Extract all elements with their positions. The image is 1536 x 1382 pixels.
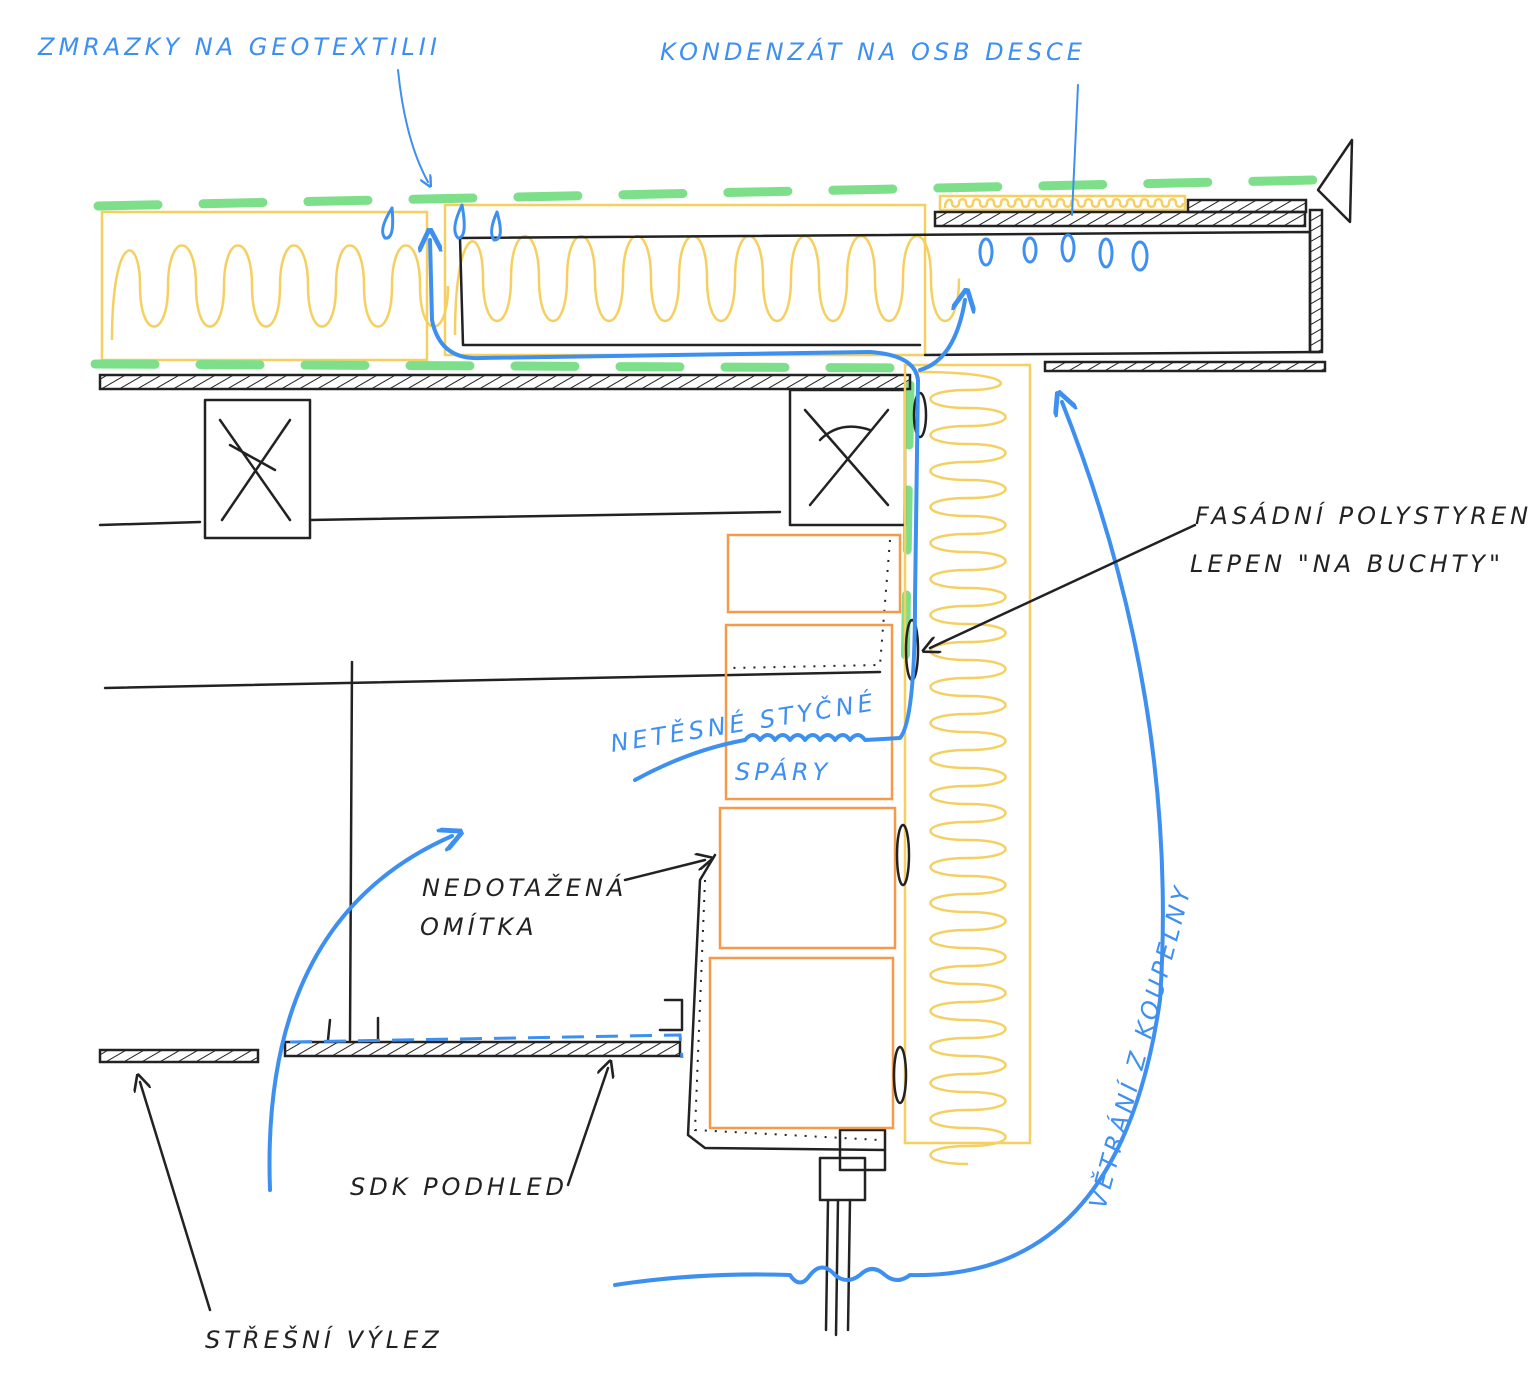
insulation-squiggle-strip [943, 198, 1185, 209]
leader-roof-hatch [140, 1082, 212, 1312]
plaster-outline [686, 853, 887, 1152]
label-facade-eps-1: FASÁDNÍ POLYSTYREN [1195, 501, 1532, 530]
drywall-ceiling-left [98, 1048, 260, 1064]
geotextile-top [93, 175, 1320, 211]
osb-board [933, 210, 1307, 228]
timber-beam-left [203, 398, 312, 540]
label-condensate-osb: KONDENZÁT NA OSB DESCE [660, 37, 1086, 66]
label-leaky-joints-2: SPÁRY [735, 757, 831, 786]
facade-polystyrene [903, 363, 1032, 1145]
leader-facade [930, 523, 1197, 648]
structure [98, 138, 1354, 1337]
vapour-barrier [90, 359, 915, 373]
label-bathroom-vent: VĚTRÁNÍ Z KOUPELNY [1083, 880, 1198, 1211]
label-frost-geotextile: ZMRAZKY NA GEOTEXTILII [37, 33, 441, 61]
facade-insulation-squiggle [917, 370, 1007, 1166]
adhesive-dabs [892, 391, 928, 1105]
roof-hatch-airflow-arrow [267, 836, 452, 1192]
leader-condensate [1071, 84, 1079, 216]
airflow-leaky-joints-arrow [430, 240, 920, 782]
insulation-squiggle-right [453, 234, 961, 336]
roof-ceiling-board [98, 373, 912, 391]
leader-frost [397, 69, 428, 182]
label-plaster-2: OMÍTKA [420, 912, 538, 941]
pipe-fitting [838, 1128, 887, 1172]
label-facade-eps-2: LEPEN "NA BUCHTY" [1190, 550, 1504, 578]
insulation-squiggle-left [110, 244, 450, 341]
label-drywall-ceiling: SDK PODHLED [350, 1173, 568, 1201]
masonry-wall [708, 533, 902, 1130]
ceiling-gap-line [289, 1033, 684, 1059]
bathroom-vent-arrow [613, 402, 1165, 1287]
water-drops [381, 203, 1149, 272]
label-leaky-joints-1: NETĚSNÉ STYČNÉ [608, 686, 878, 758]
leader-drywall [566, 1068, 608, 1187]
label-plaster-1: NEDOTAŽENÁ [422, 873, 627, 902]
drywall-ceiling [283, 1040, 682, 1058]
airflow-up-arrow [918, 300, 965, 372]
label-roof-hatch: STŘEŠNÍ VÝLEZ [205, 1324, 443, 1354]
leader-plaster [623, 860, 705, 882]
